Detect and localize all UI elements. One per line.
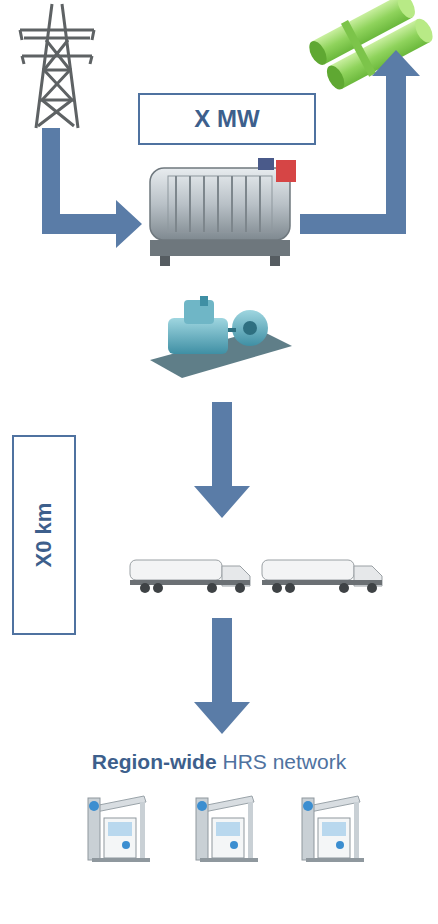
refuelling-station [88,796,150,862]
refuelling-station [302,796,364,862]
region-label: Region-wide [92,750,217,773]
electrolyser [150,158,296,266]
hydrogen-refuelling-stations [88,796,364,862]
flow-arrow [42,50,420,734]
tube-trailer-trucks [130,560,382,593]
label-box: X0 km [12,435,76,635]
region-label: HRS network [222,750,346,773]
compressor [150,296,292,378]
box-label: X MW [194,105,259,133]
gas-pipeline [305,0,437,96]
refuelling-station [196,796,258,862]
box-label: X0 km [31,503,57,568]
power-tower [20,4,94,128]
label-box: X MW [138,93,316,145]
caption-line: Region-wide HRS network [92,750,346,774]
